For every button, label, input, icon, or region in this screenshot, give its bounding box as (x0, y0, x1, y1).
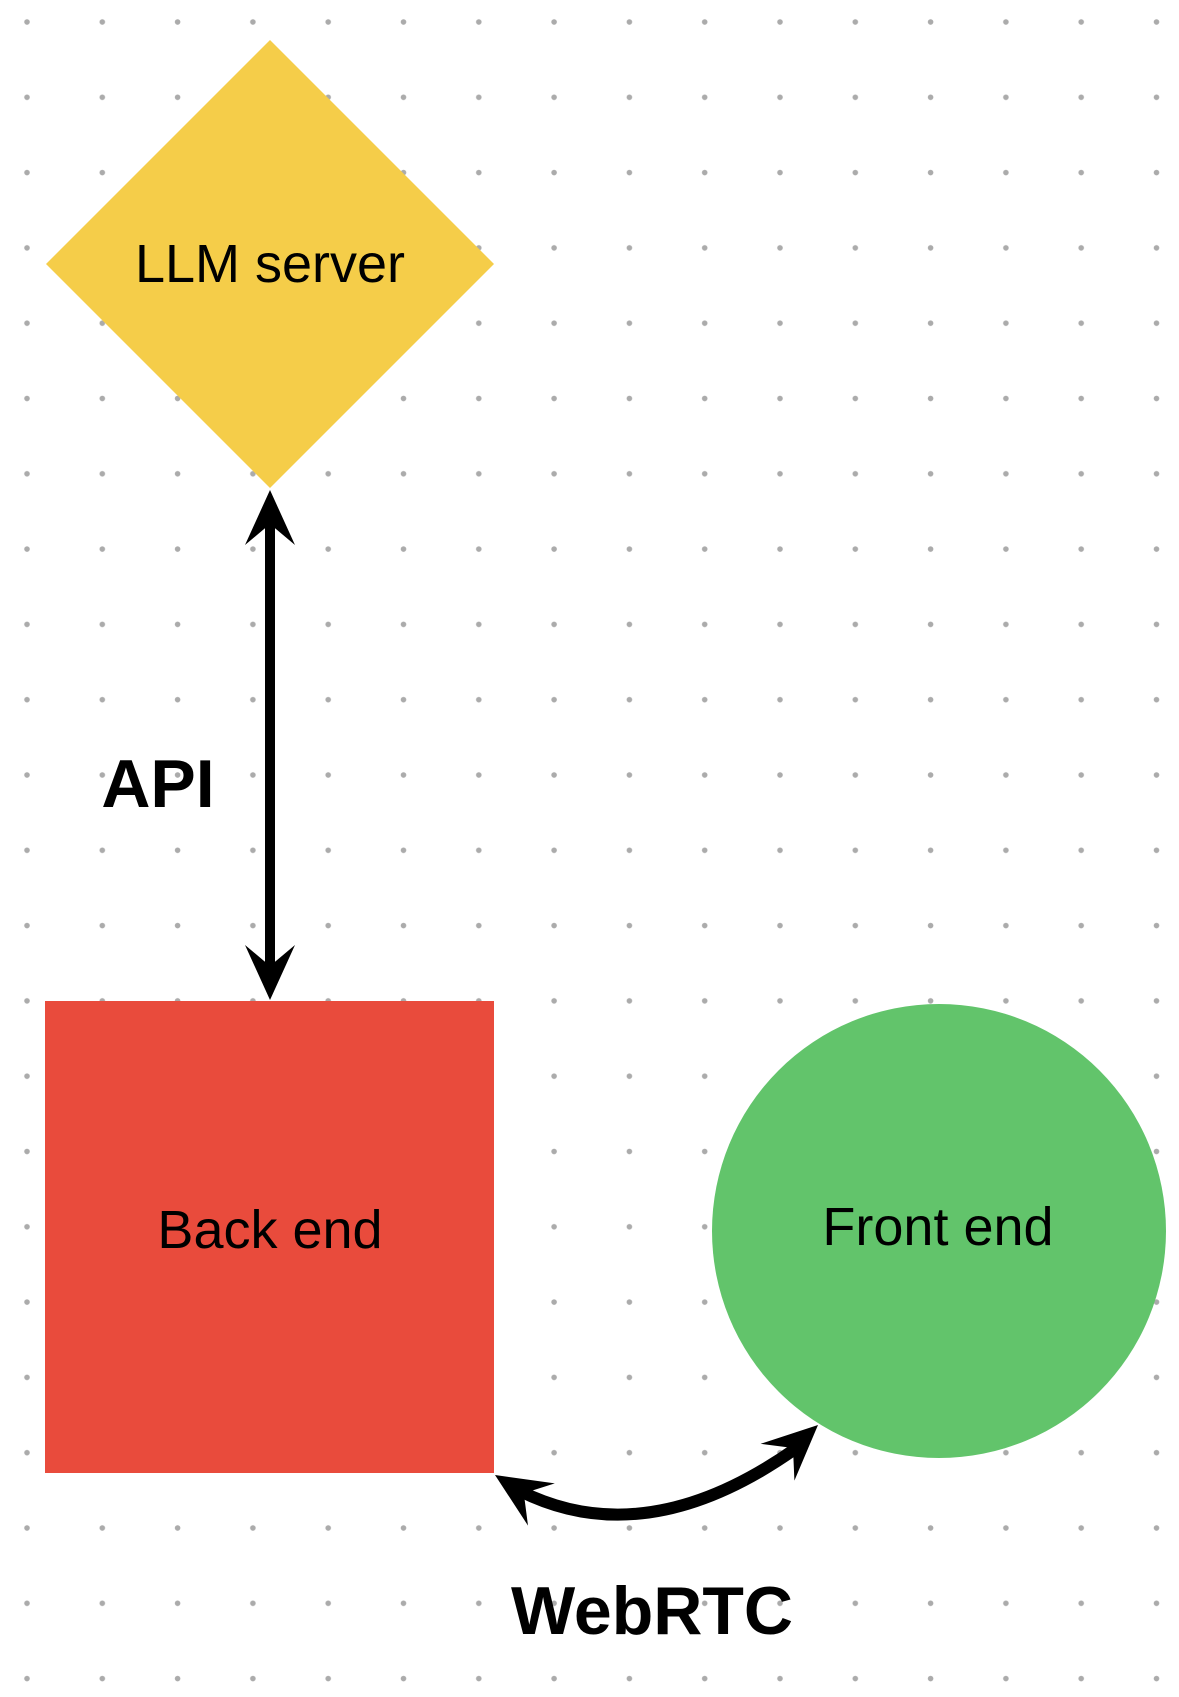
circle-shape[interactable] (712, 1004, 1166, 1458)
square-shape[interactable] (45, 1001, 494, 1473)
api-arrowhead-up (245, 490, 295, 545)
node-llm-server[interactable]: LLM server (46, 40, 494, 488)
node-back-end[interactable]: Back end (45, 1001, 494, 1473)
webrtc-arrow-curve[interactable] (517, 1444, 799, 1521)
node-label-front-end: Front end (822, 1197, 1053, 1257)
webrtc-arrowhead-left (495, 1475, 555, 1526)
edge-label-webrtc: WebRTC (511, 1573, 793, 1649)
diamond-shape[interactable] (46, 40, 494, 488)
node-front-end[interactable]: Front end (712, 1004, 1166, 1458)
webrtc-arrowhead-right (760, 1425, 818, 1481)
node-label-llm-server: LLM server (135, 234, 405, 294)
edge-api[interactable]: API (101, 490, 295, 1000)
edge-webrtc[interactable]: WebRTC (495, 1425, 818, 1649)
node-label-back-end: Back end (157, 1200, 382, 1260)
edge-label-api: API (101, 746, 214, 822)
api-arrowhead-down (245, 945, 295, 1000)
